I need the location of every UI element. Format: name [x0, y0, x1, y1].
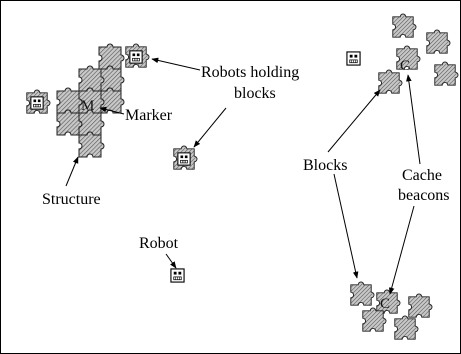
arrow-icon	[333, 173, 359, 279]
arrow-icon	[193, 107, 227, 148]
arrow-icon	[388, 205, 415, 295]
arrow-icon	[165, 253, 177, 269]
robot-holding-block-top	[125, 43, 150, 68]
label-cache: Cache	[402, 167, 442, 184]
block-icon	[78, 131, 105, 158]
block-icon	[78, 65, 105, 92]
label-robots-holding: Robots holding	[201, 64, 299, 81]
block-icon	[434, 61, 459, 86]
robot-icon	[170, 268, 185, 283]
cache-top-marker-letter: C	[400, 58, 410, 74]
block-icon	[426, 29, 451, 54]
arrow-icon	[151, 57, 201, 71]
robot-icon	[346, 51, 361, 66]
label-beacons: beacons	[398, 187, 450, 204]
block-icon	[56, 87, 83, 114]
block-icon	[408, 293, 433, 318]
label-marker: Marker	[125, 107, 173, 124]
arrow-icon	[99, 106, 125, 115]
block-icon	[56, 109, 83, 136]
label-blocks: Blocks	[303, 157, 347, 174]
block-icon	[378, 69, 403, 94]
robot-icon	[30, 96, 44, 110]
robot-holding-block-center	[173, 145, 198, 170]
label-blocks-held: blocks	[234, 85, 276, 102]
block-icon	[350, 281, 375, 306]
label-robot: Robot	[139, 235, 179, 252]
label-structure: Structure	[42, 191, 101, 208]
robot-holding-block-left	[26, 89, 51, 114]
arrow-icon	[327, 89, 381, 153]
robot-icon	[177, 152, 191, 166]
cache-bottom-marker-letter: C	[380, 296, 390, 312]
structure-marker-letter: M	[81, 98, 94, 114]
arrow-icon	[406, 74, 421, 165]
arrows	[65, 57, 421, 295]
block-icon	[394, 315, 419, 340]
robot-icon	[129, 50, 143, 64]
block-icon	[98, 43, 125, 70]
arrow-icon	[65, 156, 79, 187]
block-icon	[392, 13, 417, 38]
